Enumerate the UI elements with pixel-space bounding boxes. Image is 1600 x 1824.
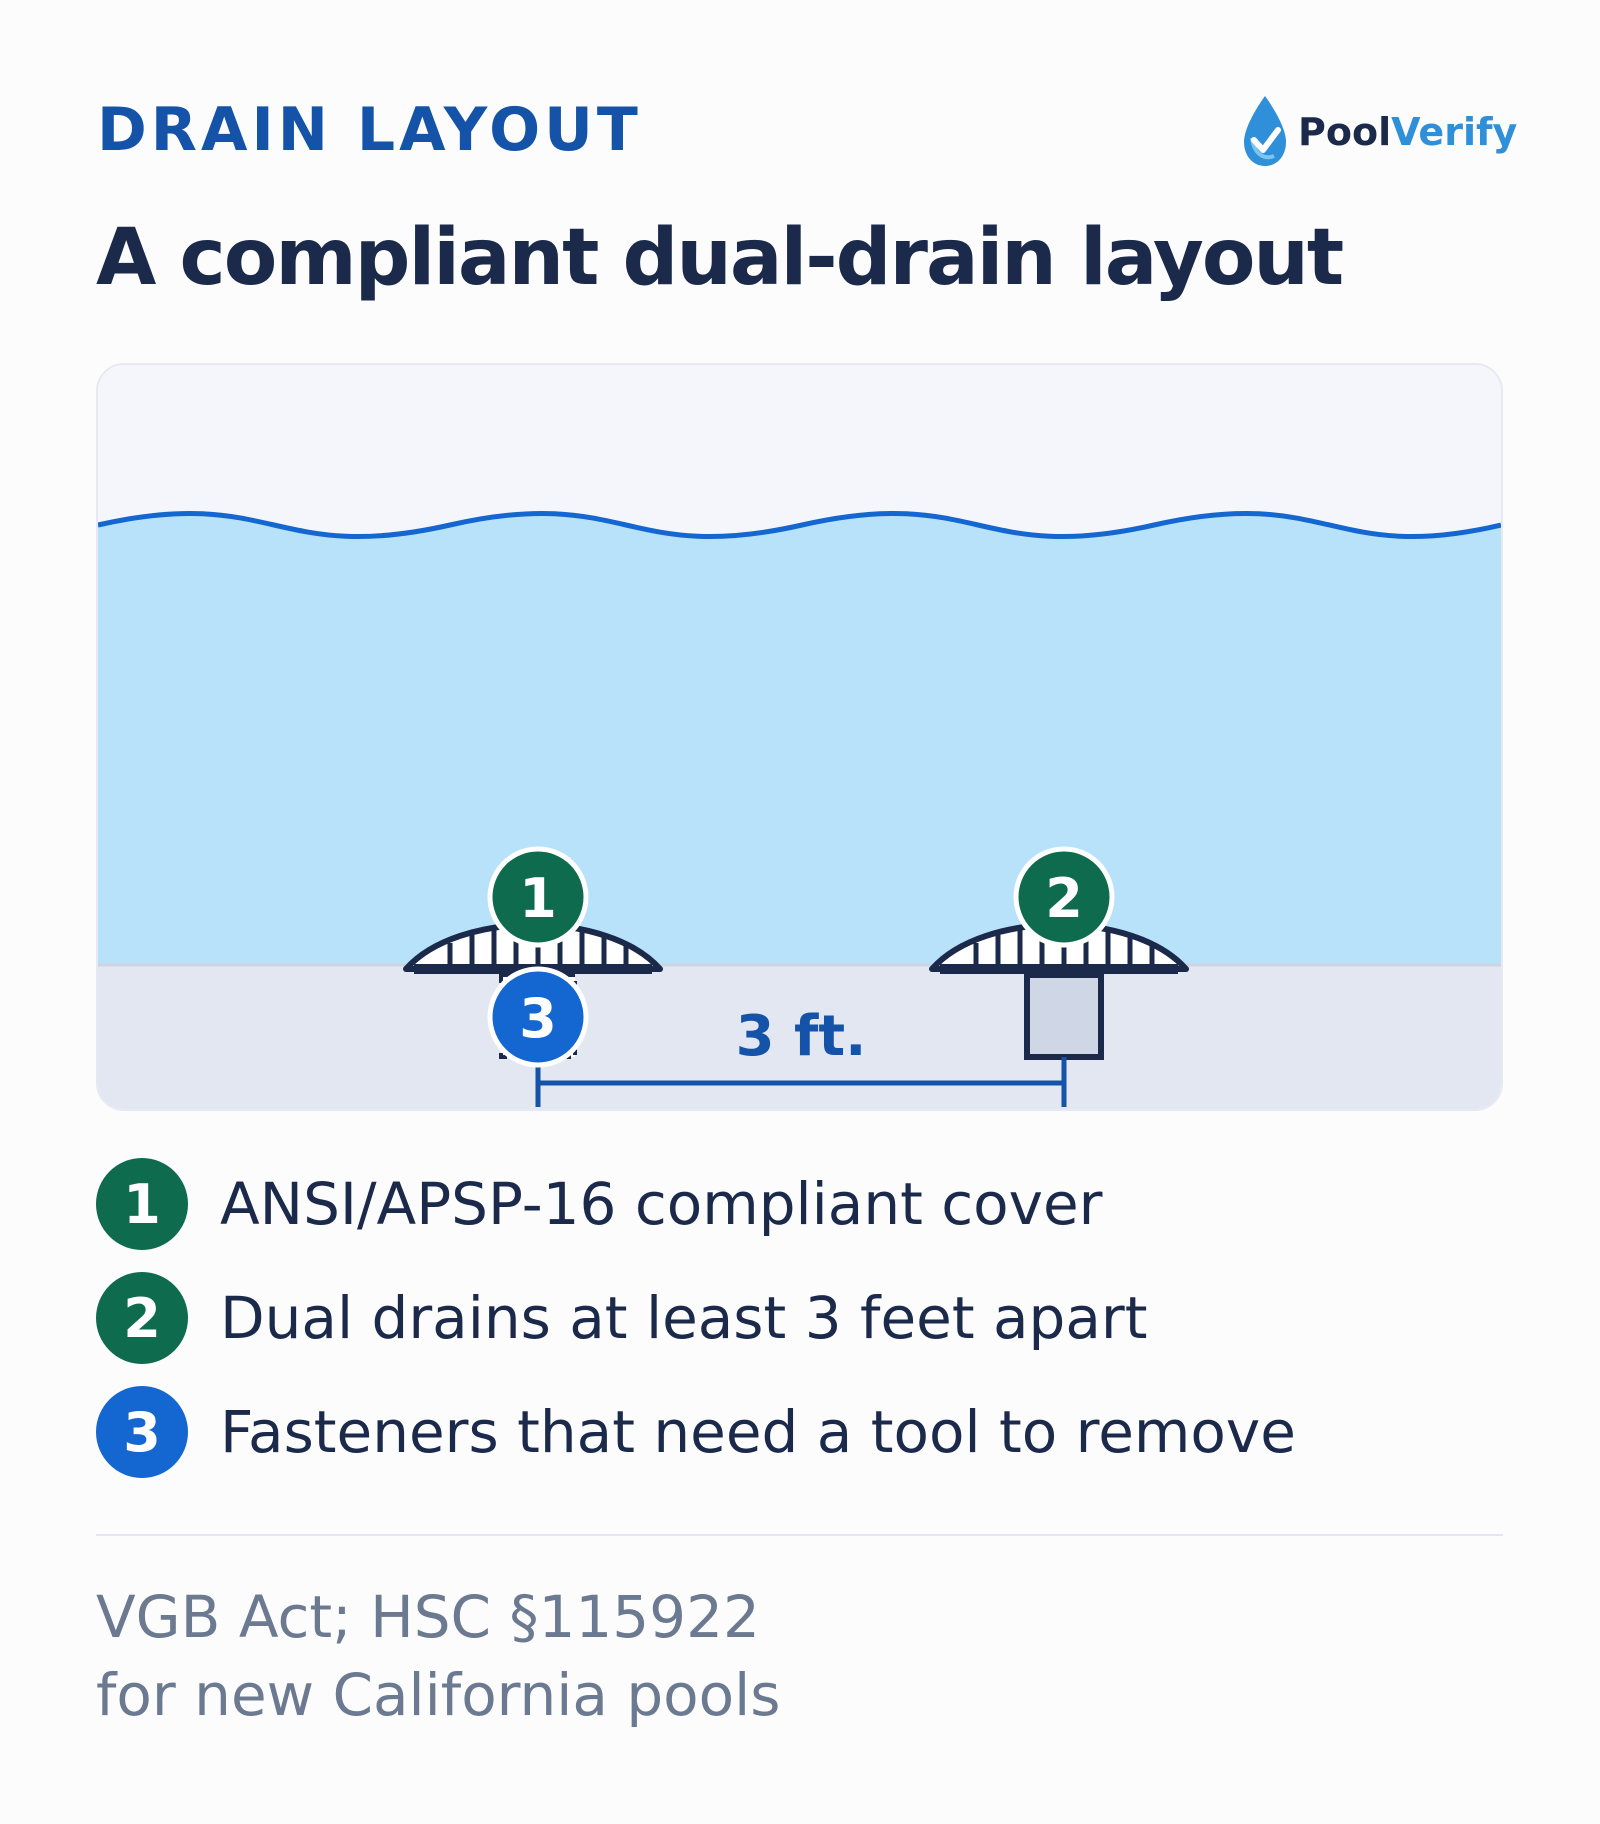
legend-badge-1: 1 — [96, 1158, 188, 1250]
legend-text-1: ANSI/APSP-16 compliant cover — [220, 1170, 1103, 1238]
legend-badge-2: 2 — [96, 1272, 188, 1364]
brand-logo: PoolVerify — [1240, 94, 1517, 170]
marker-1: 1 — [487, 846, 589, 948]
legend-text-2: Dual drains at least 3 feet apart — [220, 1284, 1148, 1352]
page-title: A compliant dual-drain layout — [96, 213, 1344, 303]
source-line-2: for new California pools — [96, 1661, 781, 1729]
marker-1-label: 1 — [519, 867, 557, 930]
marker-3-label: 3 — [519, 987, 557, 1050]
water-surface-wave — [98, 511, 1501, 539]
section-eyebrow: DRAIN LAYOUT — [97, 95, 642, 165]
source-line-1: VGB Act; HSC §115922 — [96, 1583, 760, 1651]
marker-3: 3 — [487, 966, 589, 1068]
legend-item-2: 2 Dual drains at least 3 feet apart — [96, 1272, 1496, 1364]
marker-2: 2 — [1013, 846, 1115, 948]
legend-text-3: Fasteners that need a tool to remove — [220, 1398, 1296, 1466]
water-drop-check-icon — [1244, 96, 1286, 166]
legend-item-3: 3 Fasteners that need a tool to remove — [96, 1386, 1496, 1478]
drain-diagram: 3 ft. 1 2 3 — [96, 363, 1503, 1111]
legend-badge-3: 3 — [96, 1386, 188, 1478]
distance-dimension: 3 ft. — [535, 1004, 1067, 1107]
drain-sump-2 — [1024, 972, 1104, 1060]
divider — [96, 1534, 1503, 1536]
brand-name-part2: Verify — [1391, 110, 1518, 154]
marker-2-label: 2 — [1045, 867, 1083, 930]
source-citation: VGB Act; HSC §115922 for new California … — [96, 1578, 780, 1734]
distance-label: 3 ft. — [736, 1004, 867, 1069]
legend-item-1: 1 ANSI/APSP-16 compliant cover — [96, 1158, 1496, 1250]
brand-name-part1: Pool — [1298, 110, 1392, 154]
water-body — [98, 513, 1501, 965]
